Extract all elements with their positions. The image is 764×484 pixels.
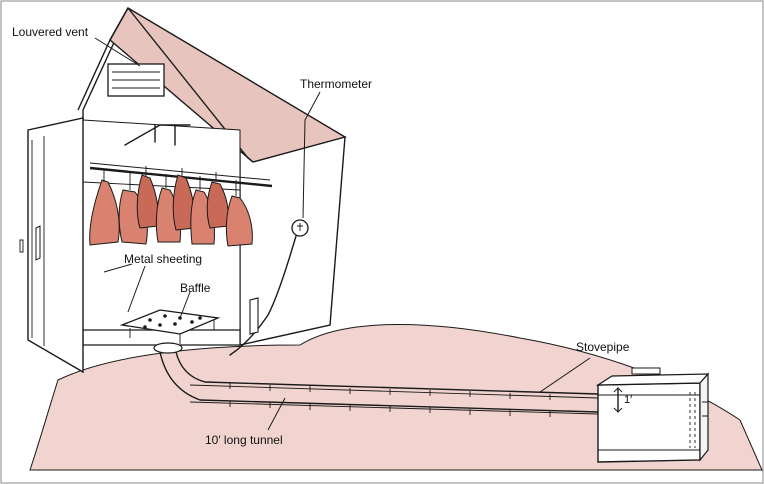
label-stovepipe: Stovepipe — [576, 340, 630, 354]
leader-stovepipe — [539, 357, 591, 393]
leader-metal-sheeting-2 — [127, 265, 146, 313]
label-tunnel: 10′ long tunnel — [205, 433, 283, 447]
door — [19, 117, 84, 374]
label-baffle: Baffle — [180, 281, 211, 295]
leader-lines — [94, 37, 591, 431]
hanging-rod-2 — [89, 162, 271, 181]
label-metal-sheeting: Metal sheeting — [124, 252, 202, 266]
leader-louvered-vent — [94, 37, 141, 67]
roof-front-edge — [77, 7, 254, 163]
thermometer-device — [229, 219, 309, 356]
firebox — [595, 367, 710, 463]
side-pipe — [249, 297, 259, 335]
smoke-inlet — [153, 342, 183, 354]
interior-back-top — [124, 124, 191, 146]
leader-baffle — [179, 291, 191, 319]
hanging-meat — [89, 166, 253, 247]
tunnel-ties — [229, 383, 551, 417]
louvered-vent — [107, 63, 165, 97]
label-louvered-vent: Louvered vent — [12, 25, 89, 39]
label-thermometer: Thermometer — [300, 77, 372, 91]
leader-tunnel — [267, 397, 286, 431]
ground-mound — [29, 323, 763, 471]
leader-metal-sheeting-1 — [103, 263, 133, 273]
tunnel — [159, 351, 599, 417]
baffle-plate — [119, 309, 221, 344]
floor-front — [82, 329, 241, 346]
leader-thermometer — [302, 91, 321, 219]
label-depth: 1′ — [624, 394, 632, 406]
